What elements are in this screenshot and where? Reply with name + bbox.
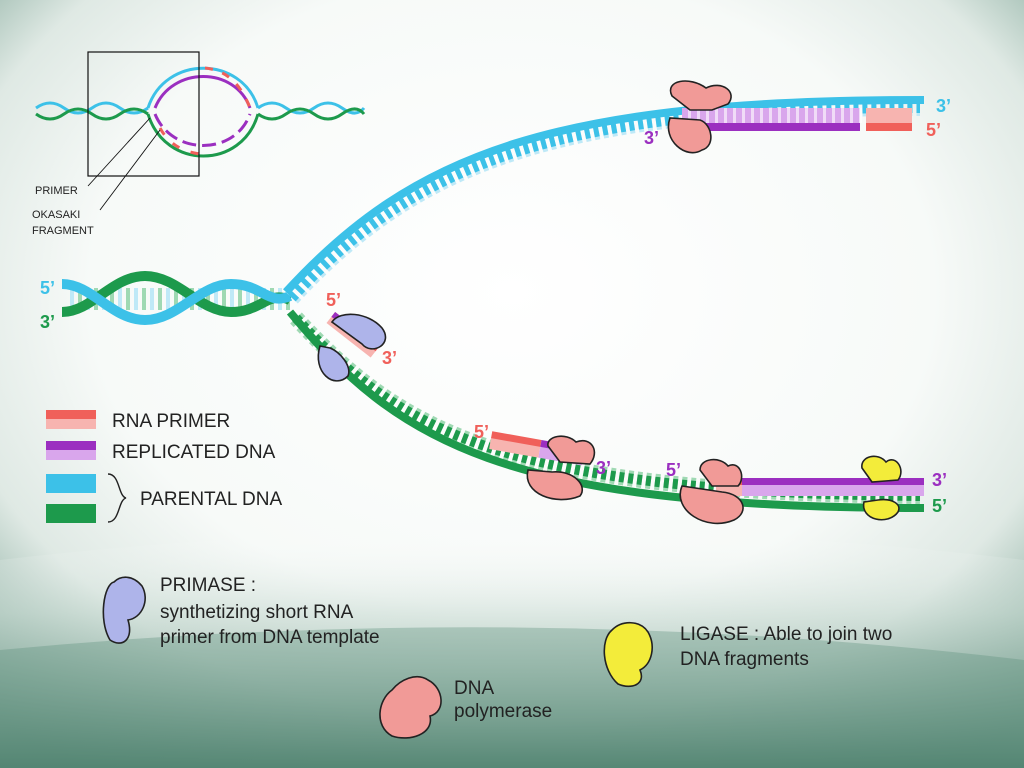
leading-parental-backbone — [283, 96, 925, 295]
leading-parental-3-label: 3’ — [936, 96, 951, 116]
primase-enzyme — [317, 313, 387, 382]
inset-helix-left-blue — [35, 101, 149, 115]
primase-key-line2: primer from DNA template — [160, 627, 380, 648]
helix-blue-strand — [61, 278, 293, 326]
ligase-enzyme — [861, 455, 902, 521]
legend-replicated-label: REPLICATED DNA — [112, 442, 276, 463]
primer-label: PRIMER — [35, 185, 78, 197]
legend-parental-blue-swatch — [46, 474, 96, 493]
parental-helix — [61, 270, 293, 326]
inset-helix-right-blue — [257, 101, 366, 115]
lagging-new-3-label: 3’ — [932, 470, 947, 490]
okazaki-label-line1: OKASAKI — [32, 209, 80, 221]
polymerase-key-line2: polymerase — [454, 701, 552, 722]
leading-replicated-ticks — [688, 108, 862, 123]
leading-primer-rungs — [866, 108, 912, 124]
okazaki1-5-label: 5’ — [474, 422, 489, 442]
polymerase-key-icon — [379, 675, 442, 739]
background-wave-2 — [0, 627, 1024, 768]
okazaki1-3-label: 3’ — [596, 458, 611, 478]
inset-bubble: PRIMER OKASAKI FRAGMENT — [32, 51, 366, 237]
polymerase-okazaki-1 — [526, 435, 596, 501]
primer-pointer — [87, 117, 151, 187]
helix-top-5-label: 5’ — [40, 278, 55, 298]
okazaki-label-line2: FRAGMENT — [32, 225, 94, 237]
leading-primer-5-label: 5’ — [926, 120, 941, 140]
inset-bubble-top-blue — [146, 66, 260, 109]
polymerase-okazaki-2 — [679, 458, 744, 525]
leading-primer-backbone — [866, 123, 912, 131]
primase-key: PRIMASE : synthetizing short RNA primer … — [102, 575, 380, 648]
leading-new-strand — [682, 108, 912, 131]
primase-primer-3-label: 3’ — [382, 348, 397, 368]
leading-parental-rungs-dark — [288, 103, 921, 302]
inset-new-strand-top — [153, 75, 252, 109]
legend-replicated-swatch — [46, 441, 96, 460]
legend-rna-primer-swatch — [46, 410, 96, 429]
inset-primer-dashes-bottom — [158, 127, 201, 156]
leading-new-3-label: 3’ — [644, 128, 659, 148]
legend-brace — [107, 473, 127, 523]
primase-key-icon — [102, 576, 146, 644]
polymerase-key-line1: DNA — [454, 678, 494, 699]
ligase-key: LIGASE : Able to join two DNA fragments — [603, 621, 892, 688]
inset-primer-dashes-top — [204, 66, 252, 109]
legend-rna-primer-label: RNA PRIMER — [112, 411, 230, 432]
okazaki2-5-label: 5’ — [666, 460, 681, 480]
primase-key-title: PRIMASE : — [160, 575, 256, 596]
background-wave — [0, 530, 1024, 768]
ligase-key-line2: DNA fragments — [680, 649, 809, 670]
inset-okazaki-dashed — [153, 113, 252, 147]
leading-parental-strand — [283, 96, 925, 304]
legend: RNA PRIMER REPLICATED DNA PARENTAL DNA — [46, 410, 283, 523]
inset-bubble-bottom-green — [146, 113, 260, 158]
primase-primer-5-label: 5’ — [326, 290, 341, 310]
helix-bottom-3-label: 3’ — [40, 312, 55, 332]
inset-helix-left-green — [35, 107, 149, 121]
polymerase-key: DNA polymerase — [379, 675, 552, 739]
legend-parental-green-swatch — [46, 504, 96, 523]
lagging-parental-5-label: 5’ — [932, 496, 947, 516]
okazaki-fragment-2 — [716, 478, 924, 496]
inset-zoom-box — [87, 51, 200, 177]
leading-replicated-backbone — [682, 123, 860, 131]
ligase-key-line1: LIGASE : Able to join two — [680, 624, 892, 645]
ligase-key-icon — [603, 621, 653, 688]
inset-helix-right-green — [257, 107, 366, 121]
polymerase-leading — [667, 80, 732, 154]
legend-parental-label: PARENTAL DNA — [140, 489, 283, 510]
okazaki-pointer — [99, 129, 161, 211]
primase-key-line1: synthetizing short RNA — [160, 602, 354, 623]
